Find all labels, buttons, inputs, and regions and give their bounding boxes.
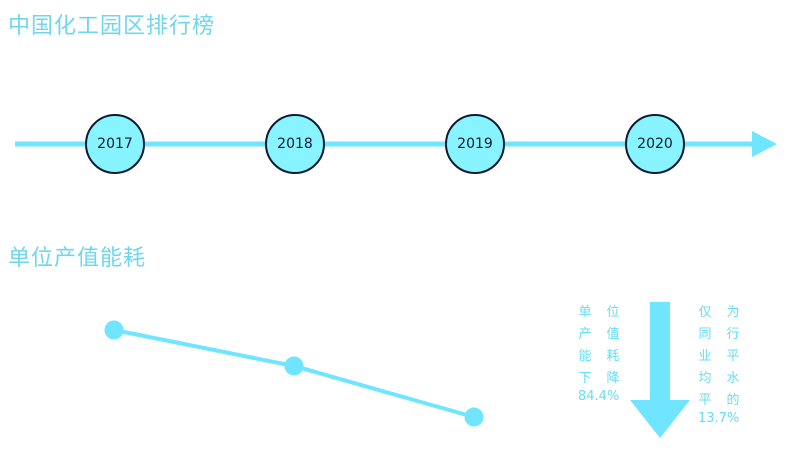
annotation-char: 均 xyxy=(698,371,712,386)
data-point-2018 xyxy=(284,356,304,376)
annotation-char: 单 xyxy=(578,305,592,320)
annotation-row: 能耗 xyxy=(578,346,620,368)
year-label-2019: 2019 xyxy=(457,136,493,152)
annotation-row: 单位 xyxy=(578,302,620,324)
year-label-2017: 2017 xyxy=(97,136,133,152)
annotation-char: 平 xyxy=(726,349,740,364)
energy-line-chart xyxy=(104,320,484,427)
down-arrow xyxy=(630,302,690,438)
decrease-arrow xyxy=(630,302,690,438)
annotation-char: 行 xyxy=(726,327,740,342)
annotation-char: 值 xyxy=(606,327,620,342)
year-node-2019 xyxy=(445,114,505,174)
annotation-row: 产值 xyxy=(578,324,620,346)
annotation-char: 平 xyxy=(698,393,712,408)
annotation-row: 同行 xyxy=(698,324,740,346)
annotation-char: 水 xyxy=(726,371,740,386)
annotation-char: 的 xyxy=(726,393,740,408)
annotation-char: 为 xyxy=(726,305,740,320)
annotation-char: 能 xyxy=(578,349,592,364)
ranking-title: 中国化工园区排行榜 xyxy=(8,14,216,39)
annotation-row: 仅为 xyxy=(698,302,740,324)
annotation-char: 下 xyxy=(578,371,592,386)
energy-chart-title: 单位产值能耗 xyxy=(8,246,147,271)
timeline-arrowhead xyxy=(752,131,777,157)
year-node-2018 xyxy=(265,114,325,174)
annotation-value: 13.7% xyxy=(698,411,740,426)
timeline: 2017 2018 2019 2020 xyxy=(15,114,777,174)
annotation-value: 84.4% xyxy=(578,389,620,404)
annotation-char: 仅 xyxy=(698,305,712,320)
year-node-2017 xyxy=(85,114,145,174)
annotation-char: 位 xyxy=(606,305,620,320)
annotation-char: 同 xyxy=(698,327,712,342)
annotation-row: 下降 xyxy=(578,368,620,390)
annotation-row: 业平 xyxy=(698,346,740,368)
year-node-2020 xyxy=(625,114,685,174)
data-point-2017 xyxy=(104,320,124,340)
annotation-char: 产 xyxy=(578,327,592,342)
data-point-2019 xyxy=(464,407,484,427)
annotation-row: 平的 xyxy=(698,390,740,412)
annotation-char: 耗 xyxy=(606,349,620,364)
annotation-row: 均水 xyxy=(698,368,740,390)
annotation-char: 业 xyxy=(698,349,712,364)
year-label-2020: 2020 xyxy=(637,136,673,152)
annotation-char: 降 xyxy=(606,371,620,386)
year-label-2018: 2018 xyxy=(277,136,313,152)
